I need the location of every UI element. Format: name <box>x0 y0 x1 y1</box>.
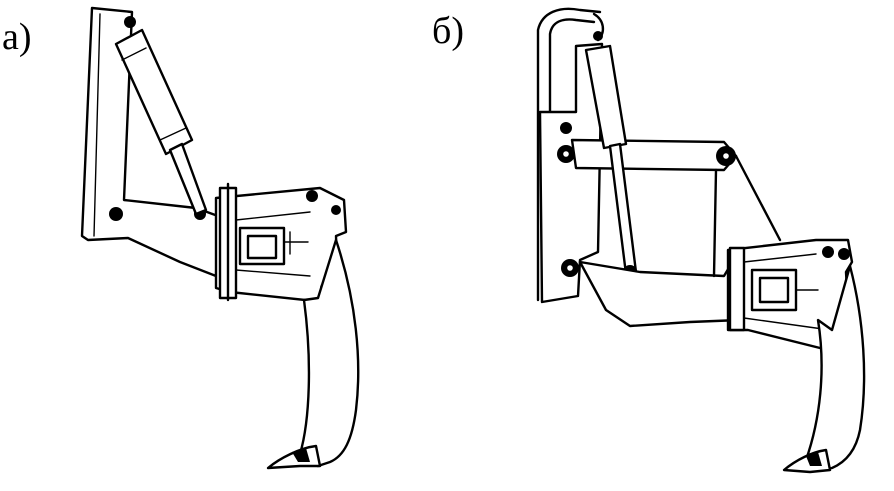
figure-label-b: б) <box>432 10 464 52</box>
mounting-frame-b <box>538 42 604 304</box>
ripper-variant-b <box>536 7 866 474</box>
shank-bracket-a <box>214 182 348 304</box>
ripper-shank-b <box>804 264 866 472</box>
top-pivot-a <box>124 16 136 28</box>
ripper-shank-a <box>298 238 360 468</box>
lower-arm-b <box>578 254 742 328</box>
ripper-tip-a <box>266 444 322 470</box>
lower-pivot-a <box>109 207 123 221</box>
hydraulic-cylinder-a <box>114 28 208 216</box>
figure-label-a: а) <box>2 16 32 58</box>
upper-link-b <box>570 138 738 172</box>
top-pivot-b <box>593 31 603 41</box>
ripper-variant-a <box>80 6 360 470</box>
frame-arch-b <box>536 7 602 302</box>
